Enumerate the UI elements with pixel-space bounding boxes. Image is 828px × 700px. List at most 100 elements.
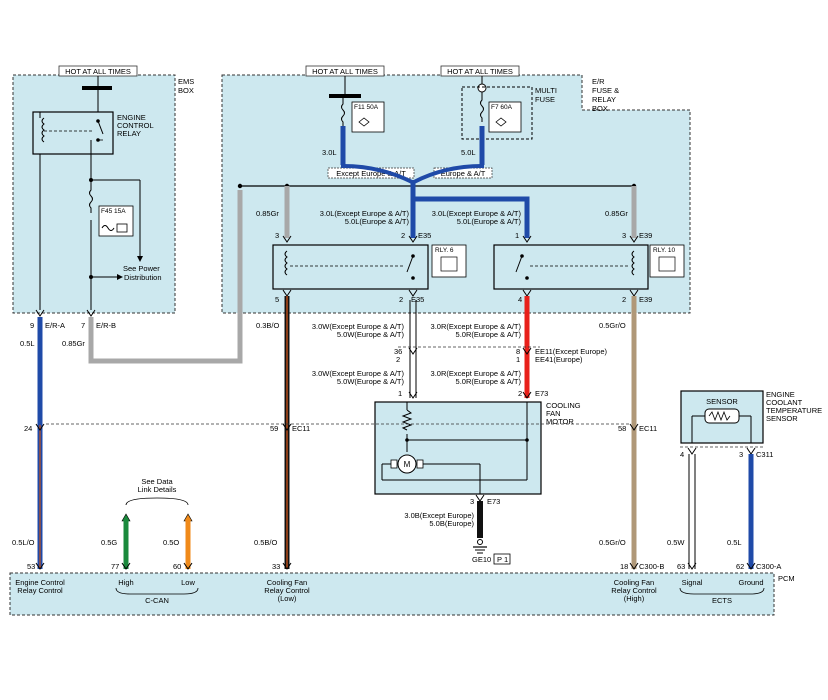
multi-fuse-2: FUSE [535, 95, 555, 104]
motor-symbol [397, 454, 417, 474]
rly10-label: RLY. 10 [653, 247, 676, 254]
fuse-f45-label: F45 15A [101, 208, 126, 215]
pcm-cfl-2: Relay Control [264, 586, 310, 595]
e39-top: E39 [639, 231, 652, 240]
conn-er-a: E/R-A [45, 321, 65, 330]
pin-9: 9 [30, 321, 34, 330]
pcm-cfh-3: (High) [624, 594, 645, 603]
conn-er-b: E/R-B [96, 321, 116, 330]
pin-1-rly10: 1 [515, 231, 519, 240]
pin-2-ee: 2 [396, 355, 400, 364]
pcm-cfl-3: (Low) [278, 594, 297, 603]
option-except-text: Except Europe & A/T [336, 169, 406, 178]
e35-bot: E35 [411, 295, 424, 304]
hot-label-fuse11: HOT AT ALL TIMES [305, 65, 385, 77]
pin-36: 36 [394, 347, 402, 356]
ge10: GE10 [472, 555, 491, 564]
c311: C311 [756, 450, 773, 459]
pin-59: 59 [270, 424, 278, 433]
pcm-signal: Signal [682, 578, 703, 587]
w3-0w-a-1: 3.0W(Except Europe & A/T) [312, 322, 405, 331]
wire-05l-right: 0.5L [727, 538, 742, 547]
wire-05gro-bottom: 0.5Gr/O [599, 538, 626, 547]
pcm-pin-77: 77 [111, 562, 119, 571]
wire-05w: 0.5W [667, 538, 685, 547]
wire-05l-left: 0.5L [20, 339, 35, 348]
hot-label-fuse7-text: HOT AT ALL TIMES [447, 67, 513, 76]
er-fuse-relay-box [221, 74, 691, 314]
rly10-feed-1: 3.0L(Except Europe & A/T) [432, 209, 522, 218]
e73-gnd: E73 [487, 497, 500, 506]
wire-gray-ems-link [88, 190, 243, 364]
pin-2-top: 2 [401, 231, 405, 240]
pin-2-rly6: 2 [399, 295, 403, 304]
w3-0r-b-2: 5.0R(Europe & A/T) [456, 377, 522, 386]
pin-5: 5 [275, 295, 279, 304]
sensor-name-1: ENGINE [766, 390, 795, 399]
pin-1-ee: 1 [516, 355, 520, 364]
fuse-f7: F7 60A [480, 92, 522, 133]
wire-3-0l: 3.0L [322, 148, 337, 157]
wire-5-0l: 5.0L [461, 148, 476, 157]
see-power-arrow-right [117, 274, 123, 280]
motor-name-2: FAN [546, 409, 561, 418]
pcm-cfh-1: Cooling Fan [614, 578, 654, 587]
wire-05gro-top: 0.5Gr/O [599, 321, 626, 330]
pin-1-e73: 1 [398, 389, 402, 398]
w3-0b-1: 3.0B(Except Europe) [404, 511, 474, 520]
rly6-feed-2: 5.0L(Europe & A/T) [345, 217, 410, 226]
er-box-label-4: BOX [592, 104, 608, 113]
pcm-ccan: C-CAN [145, 596, 169, 605]
ems-box-label-2: BOX [178, 86, 194, 95]
cooling-fan-motor: M [374, 401, 542, 495]
w3-0r-b-1: 3.0R(Except Europe & A/T) [431, 369, 522, 378]
pcm-high: High [118, 578, 133, 587]
er-box-label-1: E/R [592, 77, 605, 86]
rly6-label: RLY. 6 [435, 247, 454, 254]
engine-control-relay [32, 111, 114, 155]
e35-top: E35 [418, 231, 431, 240]
w3-0b-2: 5.0B(Europe) [429, 519, 474, 528]
relay-10 [493, 244, 649, 290]
fuse-f45: F45 15A [89, 180, 134, 237]
er-box-label-3: RELAY [592, 95, 616, 104]
pcm-pin-62: 62 [736, 562, 744, 571]
hot-label-ems-text: HOT AT ALL TIMES [65, 67, 131, 76]
multi-fuse-1: MULTI [535, 86, 557, 95]
wire-085gr-right: 0.85Gr [605, 209, 628, 218]
pin-7: 7 [81, 321, 85, 330]
ccan-bracket [115, 587, 199, 595]
relay-name-1: ENGINE [117, 113, 146, 122]
wire-05lo: 0.5L/O [12, 538, 35, 547]
w3-0w-b-2: 5.0W(Europe & A/T) [337, 377, 405, 386]
hot-label-fuse7: HOT AT ALL TIMES [440, 65, 520, 77]
pcm-pin-33: 33 [272, 562, 280, 571]
e39-bot: E39 [639, 295, 652, 304]
pcm-ects: ECTS [712, 596, 732, 605]
p1-gnd: P 1 [497, 555, 508, 564]
pin-3-rly10: 3 [622, 231, 626, 240]
coolant-temp-sensor: SENSOR [680, 390, 764, 444]
pin-4: 4 [518, 295, 522, 304]
pcm-pin-18: 18 [620, 562, 628, 571]
pcm-cfh-2: Relay Control [611, 586, 657, 595]
w3-0r-a-1: 3.0R(Except Europe & A/T) [431, 322, 522, 331]
pin-8: 8 [516, 347, 520, 356]
wire-05o: 0.5O [163, 538, 179, 547]
pin-58: 58 [618, 424, 626, 433]
data-link-1: See Data [141, 477, 173, 486]
wire-03bo: 0.3B/O [256, 321, 280, 330]
sensor-name-2: COOLANT [766, 398, 803, 407]
see-power-1: See Power [123, 264, 160, 273]
pcm-label: PCM [778, 574, 795, 583]
e73-top: E73 [535, 389, 548, 398]
pcm-c300a: C300-A [756, 562, 781, 571]
rly10-feed-2: 5.0L(Europe & A/T) [457, 217, 522, 226]
pin-4-sensor: 4 [680, 450, 684, 459]
wire-05bo: 0.5B/O [254, 538, 278, 547]
pcm-c300b: C300-B [639, 562, 664, 571]
wire-blue-rly10 [413, 196, 530, 238]
data-link-2: Link Details [138, 485, 177, 494]
pcm-erc-2: Relay Control [17, 586, 63, 595]
relay-name-3: RELAY [117, 129, 141, 138]
